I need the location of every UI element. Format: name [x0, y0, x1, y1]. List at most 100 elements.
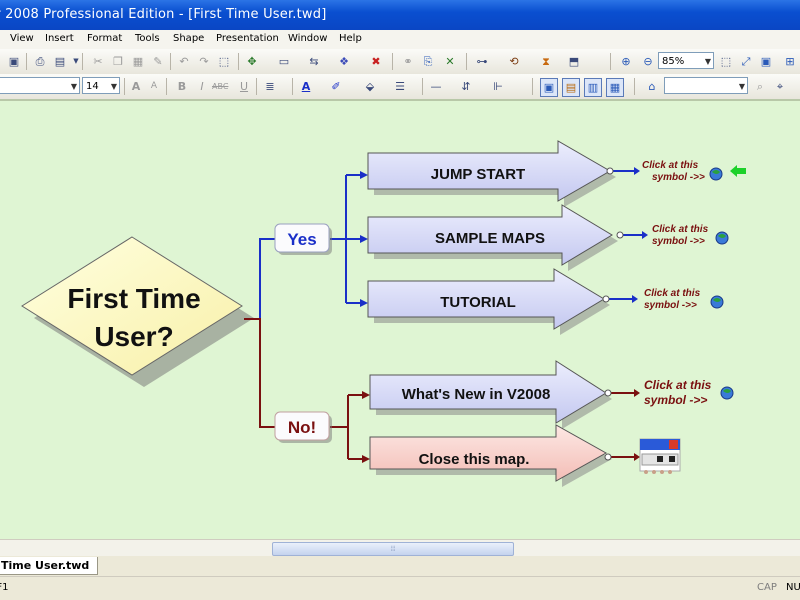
group-icon[interactable]: ❖ — [339, 55, 349, 68]
format-painter-icon[interactable]: ✎ — [153, 55, 163, 68]
toolbar-separator — [124, 78, 125, 95]
menu-window[interactable]: Window — [288, 33, 328, 44]
line-style-icon[interactable]: — — [430, 80, 442, 93]
style-icon[interactable]: ⟲ — [509, 55, 519, 68]
undo-icon[interactable]: ↶ — [179, 55, 189, 68]
grow-font-button[interactable]: A — [131, 80, 141, 93]
align-icon[interactable]: ≣ — [265, 80, 275, 93]
yes-branch-arrowheads — [360, 171, 368, 307]
link-text-line1: Click at this — [644, 288, 701, 299]
select-icon[interactable]: ⬚ — [218, 55, 230, 68]
cut-icon[interactable]: ✂ — [93, 55, 103, 68]
paste-icon[interactable]: ▦ — [132, 55, 144, 68]
topic-whats-new[interactable]: What's New in V2008 — [369, 360, 612, 429]
standard-toolbar: ▣ ⎙ ▤ ▼ ✂ ❐ ▦ ✎ ↶ ↷ ⬚ ✥ ▭ ⇆ ❖ ✖ ⚭ ⎘ ✕ ⊶ … — [0, 49, 800, 75]
globe-icon[interactable] — [709, 167, 723, 181]
chevron-down-icon: ▼ — [738, 82, 745, 91]
toolbar-separator — [392, 53, 393, 70]
new-icon[interactable]: ▣ — [8, 55, 20, 68]
link-text-1: Click at this symbol ->> — [642, 160, 705, 183]
close-window-icon[interactable] — [639, 438, 681, 474]
chevron-down-icon: ▼ — [70, 82, 77, 91]
print-icon[interactable]: ⎙ — [35, 55, 45, 68]
link-icon[interactable]: ⚭ — [403, 55, 413, 68]
mind-map: First Time User? — [21, 140, 746, 487]
no-label: No! — [288, 418, 316, 437]
attach-icon[interactable]: ⎘ — [423, 55, 433, 68]
overview-icon[interactable]: ⊞ — [785, 55, 795, 68]
globe-icon[interactable] — [720, 386, 734, 400]
home-icon[interactable]: ⌂ — [648, 80, 656, 93]
insert-topic-icon[interactable]: ✥ — [247, 55, 257, 68]
connector-icon[interactable]: ⇆ — [309, 55, 319, 68]
toolbar-separator — [610, 53, 611, 70]
font-color-icon[interactable]: A — [301, 80, 311, 93]
remove-icon[interactable]: ✕ — [445, 55, 455, 68]
fit-map-icon[interactable]: ▣ — [760, 55, 772, 68]
menu-tools[interactable]: Tools — [135, 33, 160, 44]
link-text-line2: symbol ->> — [644, 393, 707, 407]
toolbar-separator — [166, 78, 167, 95]
status-num-indicator: NU — [786, 582, 800, 593]
fill-icon[interactable]: ⬙ — [365, 80, 375, 93]
map-canvas[interactable]: First Time User? — [0, 99, 800, 540]
menu-format[interactable]: Format — [87, 33, 123, 44]
topic-tutorial[interactable]: TUTORIAL — [367, 268, 610, 335]
view-gantt-icon[interactable]: ▥ — [584, 78, 602, 97]
view-map-icon[interactable]: ▣ — [540, 78, 558, 97]
menu-insert[interactable]: Insert — [45, 33, 74, 44]
line-weight-icon[interactable]: ⇵ — [461, 80, 471, 93]
bullets-icon[interactable]: ☰ — [395, 80, 405, 93]
globe-icon[interactable] — [715, 231, 729, 245]
copy-icon[interactable]: ❐ — [113, 55, 123, 68]
branch-style-icon[interactable]: ⊩ — [493, 80, 503, 93]
menu-presentation[interactable]: Presentation — [216, 33, 279, 44]
map-navigation-select[interactable]: ▼ — [664, 77, 748, 94]
topic-jump-start[interactable]: JUMP START — [367, 140, 616, 207]
fit-page-icon[interactable]: ⬚ — [720, 55, 732, 68]
highlight-icon[interactable]: ✐ — [331, 80, 341, 93]
fit-width-icon[interactable]: ⤢ — [741, 55, 751, 68]
scrollbar-thumb[interactable]: ⦙⦙⦙ — [272, 542, 514, 556]
redo-icon[interactable]: ↷ — [199, 55, 209, 68]
menu-view[interactable]: View — [10, 33, 34, 44]
no-label-box[interactable]: No! — [274, 411, 332, 443]
yes-label-box[interactable]: Yes — [274, 223, 332, 255]
font-family-select[interactable]: ▼ — [0, 77, 80, 94]
view-text-icon[interactable]: ▦ — [606, 78, 624, 97]
horizontal-scrollbar[interactable]: ⦙⦙⦙ — [0, 539, 800, 557]
strikethrough-button[interactable]: ABC — [212, 82, 229, 91]
topic-close-map[interactable]: Close this map. — [369, 424, 612, 487]
topic-sample-maps[interactable]: SAMPLE MAPS — [367, 204, 618, 271]
chevron-down-icon[interactable]: ▼ — [73, 57, 79, 65]
shape-rect-icon[interactable]: ▭ — [278, 55, 290, 68]
italic-button[interactable]: I — [200, 80, 204, 93]
central-topic-line1: First Time — [67, 283, 200, 314]
find-icon[interactable]: ⌕ — [756, 80, 764, 93]
toolbar-separator — [238, 53, 239, 70]
zoom-select[interactable]: 85%▼ — [658, 52, 714, 69]
delete-icon[interactable]: ✖ — [371, 55, 381, 68]
font-size-select[interactable]: 14▼ — [82, 77, 120, 94]
underline-button[interactable]: U — [239, 80, 249, 93]
theme-icon[interactable]: ⬒ — [568, 55, 580, 68]
central-topic[interactable]: First Time User? — [21, 236, 254, 387]
toolbar-separator — [256, 78, 257, 95]
link-text-line2: symbol ->> — [644, 300, 697, 311]
print-preview-icon[interactable]: ▤ — [54, 55, 66, 68]
layout-icon[interactable]: ⊶ — [476, 55, 488, 68]
document-tab[interactable]: Time User.twd — [0, 557, 99, 575]
link-junctions — [602, 167, 624, 461]
topic-label: SAMPLE MAPS — [435, 230, 545, 247]
bold-button[interactable]: B — [177, 80, 187, 93]
color-icon[interactable]: ⧗ — [542, 55, 550, 68]
globe-icon[interactable] — [710, 295, 724, 309]
menu-help[interactable]: Help — [339, 33, 362, 44]
zoom-out-icon[interactable]: ⊖ — [643, 55, 653, 68]
view-outline-icon[interactable]: ▤ — [562, 78, 580, 97]
font-size-value: 14 — [86, 81, 99, 92]
shrink-font-button[interactable]: A — [150, 81, 158, 91]
zoom-in-icon[interactable]: ⊕ — [621, 55, 631, 68]
menu-shape[interactable]: Shape — [173, 33, 205, 44]
find-next-icon[interactable]: ⌖ — [776, 80, 784, 93]
